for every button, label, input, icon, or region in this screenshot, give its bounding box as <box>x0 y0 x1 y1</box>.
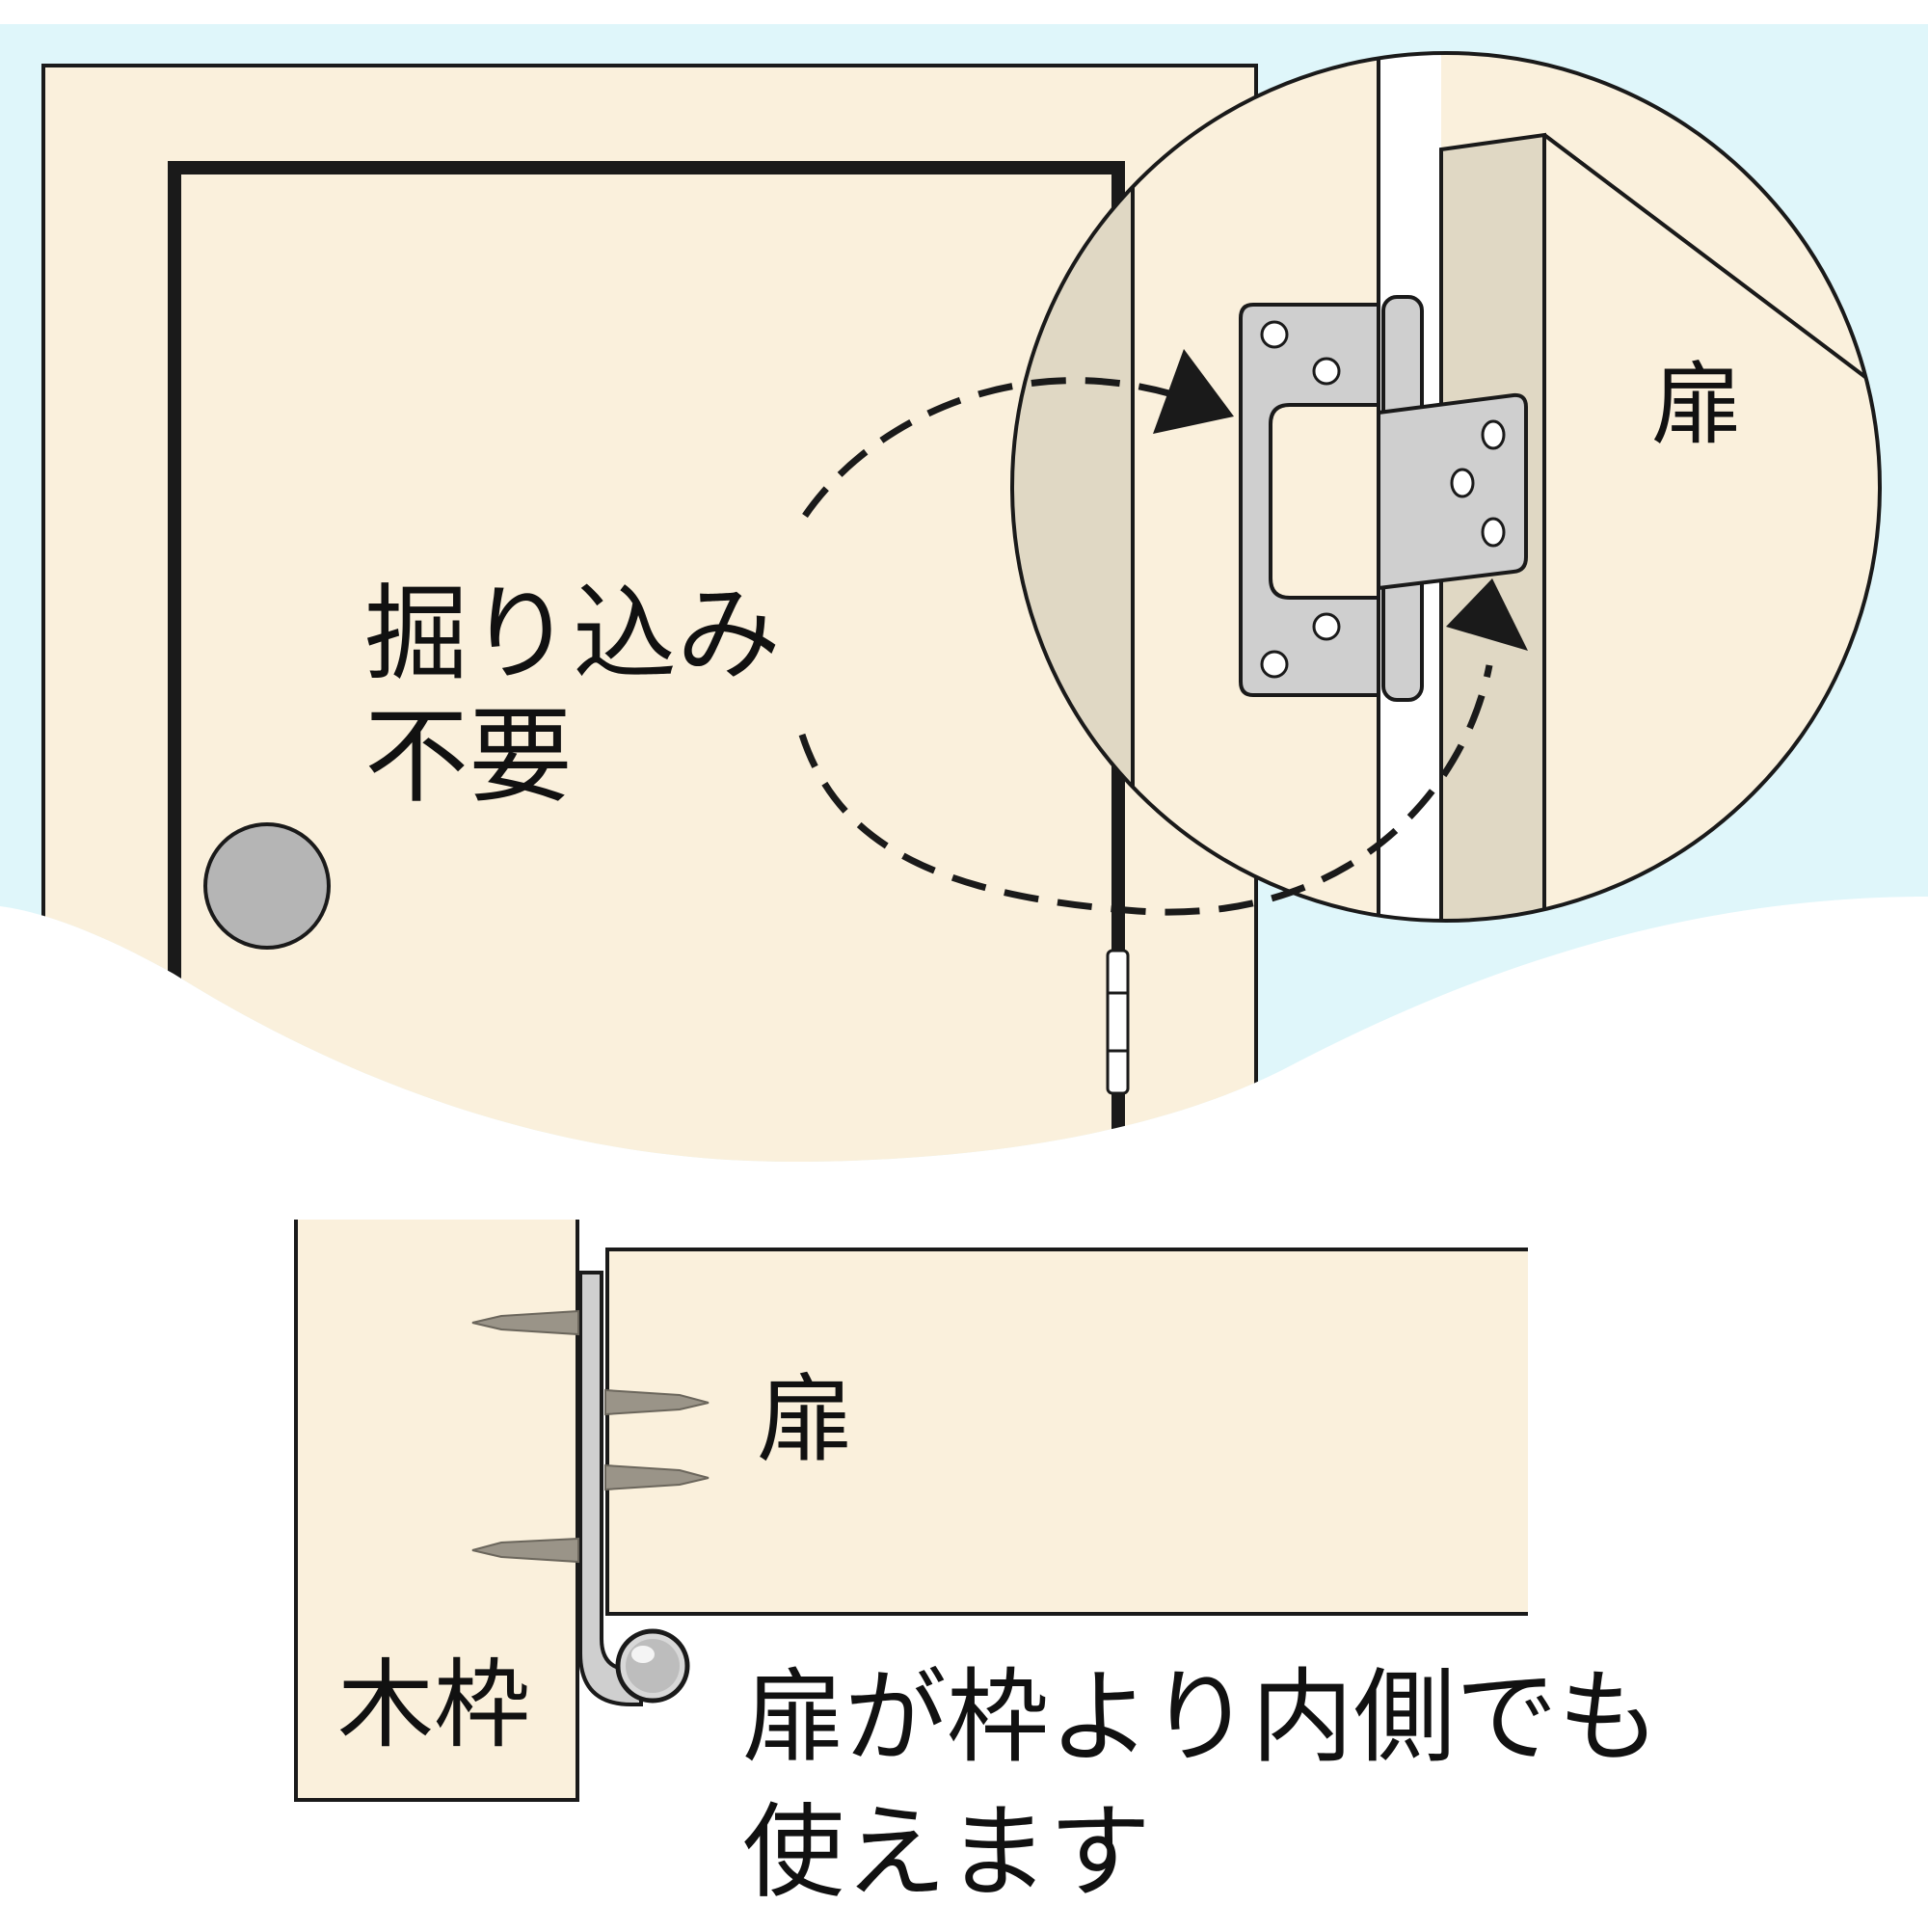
hinge-detail-icon <box>1239 295 1528 702</box>
callout-line-2: 不要 <box>364 697 573 818</box>
screw-icon <box>604 1388 710 1491</box>
zoom-door-label: 扉 <box>1651 353 1742 458</box>
door-label: 扉 <box>757 1363 853 1476</box>
door-knob-icon <box>203 822 331 950</box>
screw-icon <box>471 1309 579 1564</box>
bottom-scene: 木枠 扉 扉が枠より内側でも 使えます <box>294 1220 1660 1912</box>
hinge-icon <box>1106 949 1130 1095</box>
caption-line-2: 使えます <box>742 1793 1151 1912</box>
callout-line-1: 掘り込み <box>364 575 781 695</box>
hinge-plate <box>578 1271 643 1706</box>
caption-line-1: 扉が枠より内側でも <box>742 1658 1660 1777</box>
callout-text: 掘り込み 不要 <box>364 575 781 818</box>
door-panel <box>607 1249 1528 1614</box>
frame-label: 木枠 <box>337 1649 530 1761</box>
dashed-arrow-icon <box>798 349 1528 916</box>
